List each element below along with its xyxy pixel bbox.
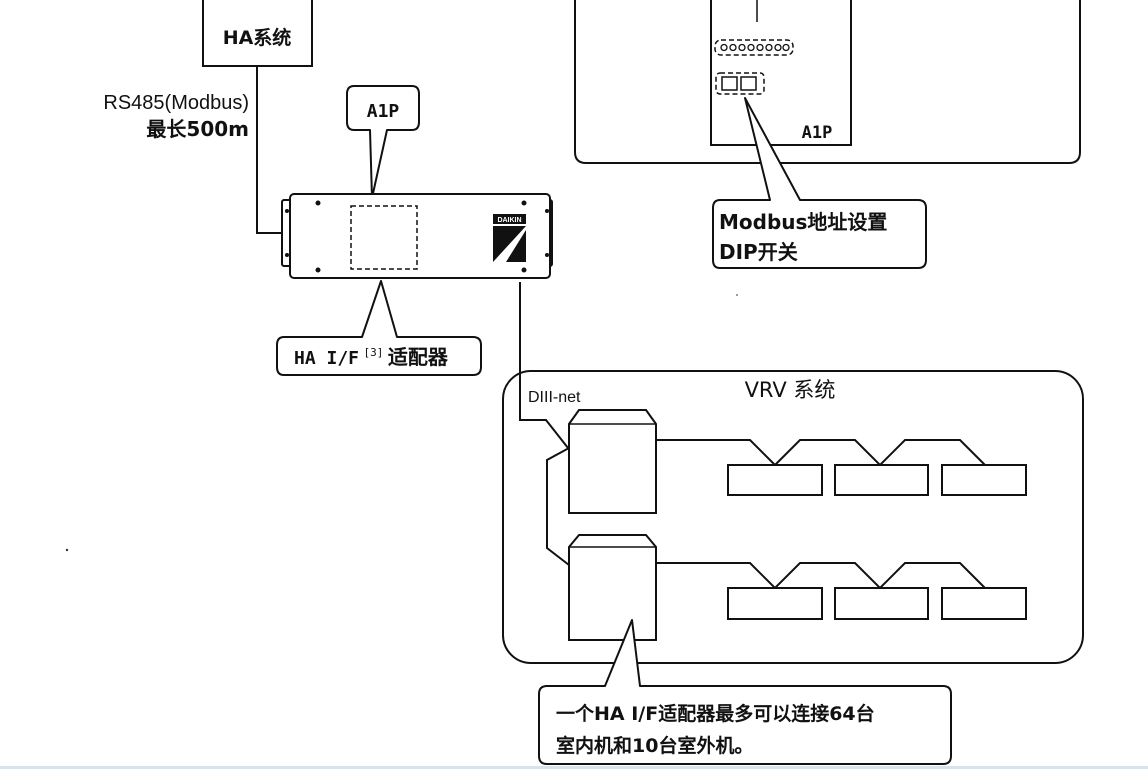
dip-callout-line1: Modbus地址设置: [719, 210, 887, 234]
connector-pins: [720, 43, 790, 52]
capacity-callout-line2: 室内机和10台室外机。: [556, 734, 753, 757]
dip-callout-line2: DIP开关: [719, 240, 798, 264]
daikin-logo-text: DAIKIN: [497, 217, 521, 224]
bottom-rule: [0, 766, 1148, 769]
a1p-callout: A1P: [346, 85, 420, 199]
top-right-panel: A1P: [574, 0, 1081, 164]
capacity-callout: 一个HA I/F适配器最多可以连接64台 室内机和10台室外机。: [538, 619, 952, 765]
indoor-unit-row1-2: [834, 464, 929, 496]
indoor-unit-row1-1: [727, 464, 823, 496]
ha-system-label: HA系统: [223, 26, 292, 49]
rs485-label-line1: RS485(Modbus): [103, 92, 249, 114]
vrv-system: VRV 系统: [502, 370, 1084, 664]
a1p-board-label: A1P: [802, 123, 833, 143]
dip-switch-callout: Modbus地址设置 DIP开关: [712, 97, 927, 269]
indoor-line-row2: [656, 562, 986, 590]
dip-switch-1: [721, 76, 738, 91]
vrv-title: VRV 系统: [745, 378, 836, 402]
rs485-cable: [256, 66, 282, 234]
rs485-label-line2: 最长500m: [146, 117, 249, 141]
adapter-callout-superscript: [3]: [364, 346, 384, 359]
adapter-callout-prefix: HA I/F: [294, 348, 359, 369]
outdoor-unit-2: [568, 534, 657, 641]
a1p-callout-label: A1P: [367, 101, 400, 122]
indoor-line-row1: [656, 439, 986, 467]
adapter-callout: HA I/F [3] 适配器: [276, 280, 482, 376]
adapter-callout-text: HA I/F [3] 适配器: [294, 340, 449, 369]
a1p-board-outline: [350, 205, 418, 270]
stray-dot-2: [736, 294, 738, 296]
indoor-unit-row2-1: [727, 587, 823, 620]
diii-net-label: DIII-net: [528, 389, 581, 406]
outdoor-unit-1: [568, 409, 657, 514]
stray-dot-1: [65, 548, 69, 552]
adapter-callout-suffix: 适配器: [388, 345, 449, 369]
outdoor-link-cable: [546, 447, 570, 566]
dip-switch-2: [740, 76, 757, 91]
capacity-callout-line1: 一个HA I/F适配器最多可以连接64台: [556, 702, 875, 725]
ha-adapter-device: DAIKIN: [281, 193, 553, 279]
indoor-unit-row2-3: [941, 587, 1027, 620]
indoor-unit-row2-2: [834, 587, 929, 620]
daikin-logo: DAIKIN: [493, 214, 526, 262]
indoor-unit-row1-3: [941, 464, 1027, 496]
diii-net-cable: [519, 282, 569, 449]
ha-system-box: HA系统: [202, 0, 313, 67]
